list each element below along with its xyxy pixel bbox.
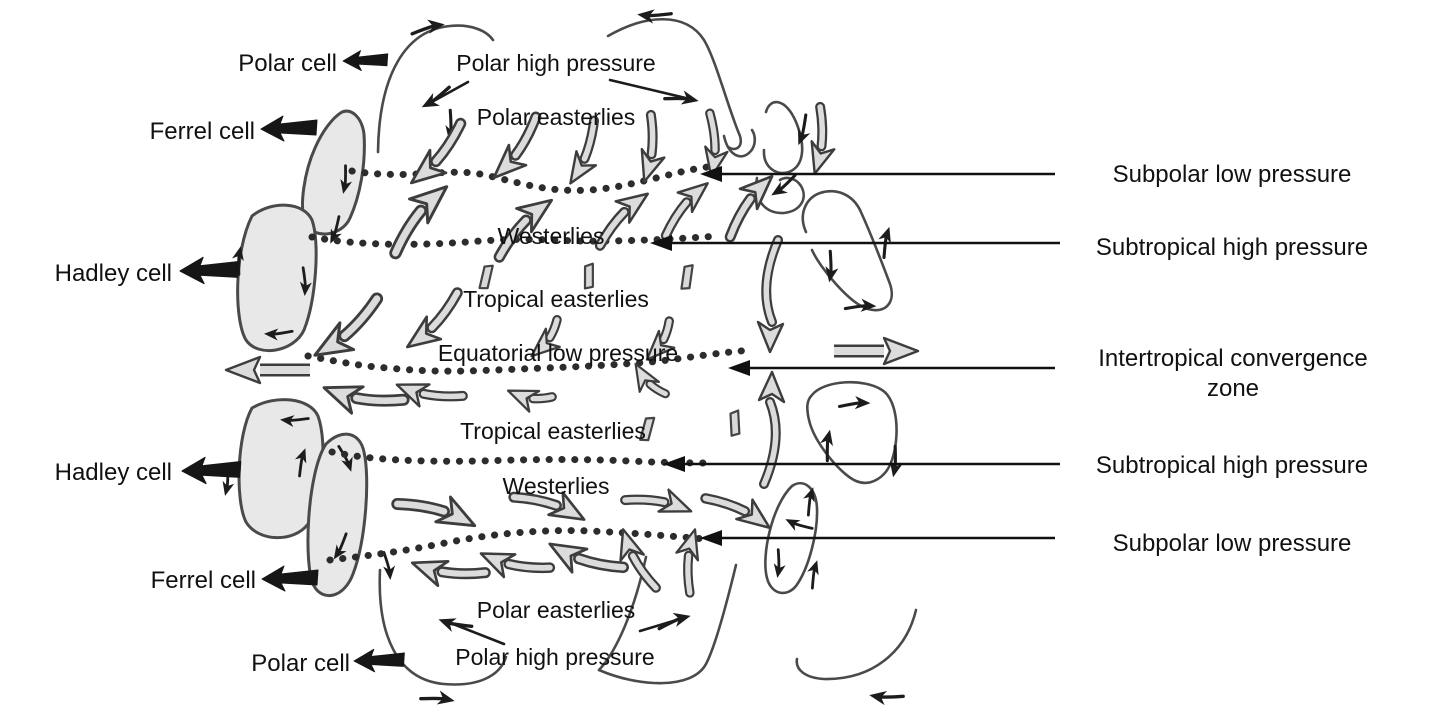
- label-itcz-line1: Intertropical convergence: [1098, 345, 1367, 372]
- right-side-cell-loops: [722, 100, 908, 595]
- hadley-cell-blob-north: [236, 203, 318, 353]
- label-subtropical-high-north: Subtropical high pressure: [1096, 234, 1368, 261]
- labels: Polar cell Ferrel cell Hadley cell Hadle…: [55, 50, 1368, 677]
- label-polar-easterlies-north: Polar easterlies: [477, 104, 636, 130]
- subtropical-high-belt-south: [328, 448, 718, 467]
- label-westerlies-north: Westerlies: [498, 223, 605, 249]
- label-subtropical-high-south: Subtropical high pressure: [1096, 452, 1368, 479]
- label-ferrel-cell-north: Ferrel cell: [150, 118, 255, 145]
- label-hadley-cell-north: Hadley cell: [55, 260, 172, 287]
- equatorial-low-belt: [304, 346, 758, 375]
- label-westerlies-south: Westerlies: [503, 473, 610, 499]
- label-tropical-easterlies-north: Tropical easterlies: [463, 286, 649, 312]
- label-polar-easterlies-south: Polar easterlies: [477, 597, 636, 623]
- label-subpolar-low-south: Subpolar low pressure: [1113, 530, 1352, 557]
- northern-polar-cell-outline: [376, 5, 742, 154]
- label-tropical-easterlies-south: Tropical easterlies: [460, 418, 646, 444]
- label-polar-high-north: Polar high pressure: [456, 50, 655, 76]
- label-subpolar-low-north: Subpolar low pressure: [1113, 161, 1352, 188]
- label-polar-high-south: Polar high pressure: [455, 644, 654, 670]
- equator-outflow-arrow-right: [834, 338, 918, 364]
- pressure-belt-dots: [304, 162, 758, 564]
- left-cell-cross-sections: [217, 109, 369, 597]
- ferrel-cell-blob-south: [306, 432, 369, 597]
- equator-outflow-arrow-left: [226, 357, 310, 383]
- subpolar-low-belt-north: [348, 162, 720, 194]
- label-hadley-cell-south: Hadley cell: [55, 459, 172, 486]
- label-polar-cell-north: Polar cell: [238, 50, 337, 77]
- label-connector-arrows: [650, 166, 1060, 546]
- label-ferrel-cell-south: Ferrel cell: [151, 567, 256, 594]
- label-equatorial-low: Equatorial low pressure: [438, 340, 678, 366]
- label-itcz-line2: zone: [1207, 375, 1259, 402]
- label-polar-cell-south: Polar cell: [251, 650, 350, 677]
- subpolar-low-belt-south: [326, 527, 709, 564]
